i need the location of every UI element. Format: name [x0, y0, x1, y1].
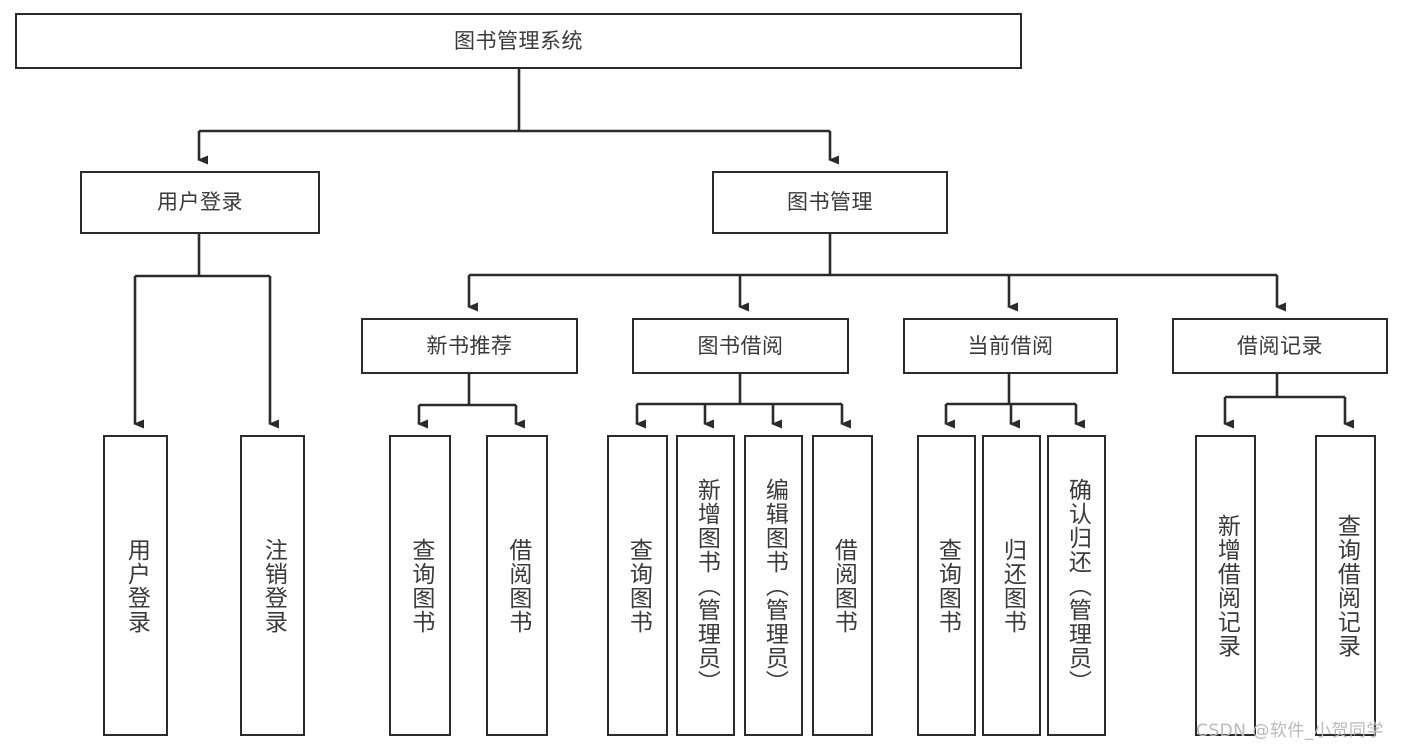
node-leaf-current-return-book[interactable]: 归还图书 — [982, 435, 1041, 736]
node-leaf-user-login-label: 用户登录 — [123, 537, 150, 634]
node-leaf-record-add-record[interactable]: 新增借阅记录 — [1195, 435, 1256, 736]
node-book-borrow[interactable]: 图书借阅 — [632, 318, 849, 374]
node-leaf-borrow-borrow-book[interactable]: 借阅图书 — [812, 435, 873, 736]
node-leaf-newbook-borrow-book-label: 借阅图书 — [504, 537, 531, 634]
node-book-management[interactable]: 图书管理 — [712, 171, 948, 234]
node-new-book-recommend[interactable]: 新书推荐 — [361, 318, 578, 374]
node-borrow-record[interactable]: 借阅记录 — [1172, 318, 1388, 374]
node-current-borrow-label: 当前借阅 — [967, 333, 1054, 358]
node-leaf-current-confirm-return[interactable]: 确认归还（管理员） — [1047, 435, 1106, 736]
node-leaf-newbook-borrow-book[interactable]: 借阅图书 — [486, 435, 548, 736]
node-leaf-current-confirm-return-label: 确认归还（管理员） — [1064, 477, 1091, 694]
node-leaf-newbook-query-book-label: 查询图书 — [407, 537, 434, 634]
node-leaf-record-query-record[interactable]: 查询借阅记录 — [1315, 435, 1376, 736]
node-root-library-system[interactable]: 图书管理系统 — [15, 13, 1022, 69]
node-leaf-newbook-query-book[interactable]: 查询图书 — [389, 435, 451, 736]
node-leaf-current-return-book-label: 归还图书 — [999, 537, 1026, 634]
node-leaf-record-query-record-label: 查询借阅记录 — [1333, 513, 1360, 658]
node-leaf-logout[interactable]: 注销登录 — [240, 435, 305, 736]
node-current-borrow[interactable]: 当前借阅 — [903, 318, 1118, 374]
node-user-login[interactable]: 用户登录 — [80, 171, 320, 234]
node-root-label: 图书管理系统 — [454, 28, 583, 53]
node-leaf-borrow-add-book-label: 新增图书（管理员） — [693, 477, 720, 694]
node-new-book-recommend-label: 新书推荐 — [426, 333, 513, 358]
node-leaf-borrow-add-book[interactable]: 新增图书（管理员） — [676, 435, 735, 736]
node-leaf-current-query-book[interactable]: 查询图书 — [917, 435, 976, 736]
node-book-management-label: 图书管理 — [787, 190, 873, 215]
node-leaf-current-query-book-label: 查询图书 — [934, 537, 961, 634]
node-leaf-logout-label: 注销登录 — [260, 537, 287, 634]
csdn-watermark: CSDN @软件_小贺同学 — [1196, 721, 1384, 741]
node-leaf-record-add-record-label: 新增借阅记录 — [1213, 513, 1240, 658]
node-leaf-borrow-edit-book[interactable]: 编辑图书（管理员） — [744, 435, 803, 736]
node-leaf-borrow-edit-book-label: 编辑图书（管理员） — [761, 477, 788, 694]
node-leaf-user-login[interactable]: 用户登录 — [103, 435, 168, 736]
node-leaf-borrow-query-book-label: 查询图书 — [625, 537, 652, 634]
node-borrow-record-label: 借阅记录 — [1237, 333, 1323, 358]
node-user-login-label: 用户登录 — [157, 190, 243, 215]
node-leaf-borrow-query-book[interactable]: 查询图书 — [607, 435, 668, 736]
node-leaf-borrow-borrow-book-label: 借阅图书 — [830, 537, 857, 634]
node-book-borrow-label: 图书借阅 — [697, 333, 784, 358]
